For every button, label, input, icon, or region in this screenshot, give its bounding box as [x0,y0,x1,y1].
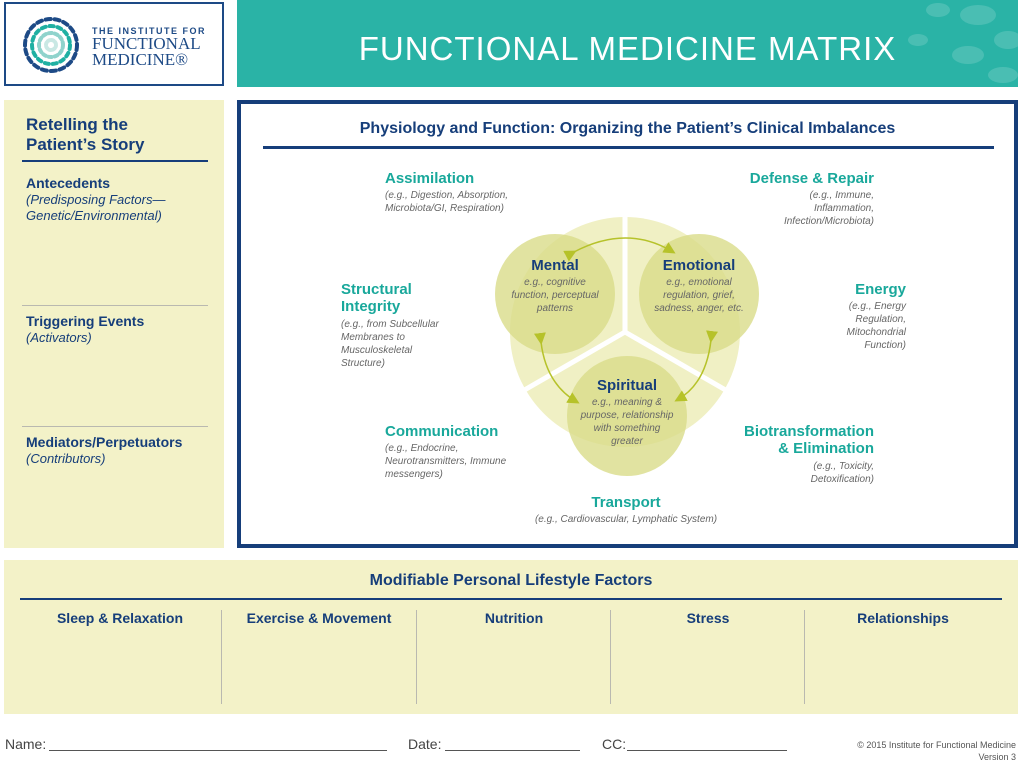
communication-label: Communication [385,423,499,440]
name-label: Name: [5,736,47,752]
mental-desc: e.g., cognitive function, perceptual pat… [511,277,599,314]
spiral-logo-icon [23,17,79,73]
antecedents-label: Antecedents [26,175,111,191]
column-nutrition: Nutrition [484,610,544,626]
cc-label: CC: [602,736,627,752]
emotional-desc: e.g., emotional regulation, grief, sadne… [654,277,744,314]
transport-label: Transport [591,494,661,511]
emotional-circle [639,234,759,354]
logo-line2: FUNCTIONAL [92,34,201,53]
defense-desc: (e.g., Immune, Inflammation, Infection/M… [783,190,874,227]
column-exercise: Exercise & Movement [246,610,392,626]
lifestyle-panel: Modifiable Personal Lifestyle Factors Sl… [4,560,1018,714]
logo-line1: THE INSTITUTE FOR [92,26,206,36]
spiritual-desc: e.g., meaning & purpose, relationship wi… [580,397,674,447]
column-sleep: Sleep & Relaxation [56,610,184,626]
mediators-label: Mediators/Perpetuators [26,434,183,450]
structural-label: Structural Integrity [341,281,412,315]
page-title: FUNCTIONAL MEDICINE MATRIX [358,30,897,67]
column-stress: Stress [686,610,730,626]
energy-label: Energy [855,281,906,298]
spiritual-circle [567,356,687,476]
mediators-sub: (Contributors) [26,451,106,466]
date-label: Date: [408,736,442,752]
story-title: Retelling the Patient’s Story [26,115,145,154]
assimilation-desc: (e.g., Digestion, Absorption, Microbiota… [385,190,509,214]
patient-story-panel: Retelling the Patient’s Story Antecedent… [4,100,224,548]
emotional-label: Emotional [662,257,736,274]
structural-desc: (e.g., from Subcellular Membranes to Mus… [341,319,439,369]
spiritual-label: Spiritual [596,377,657,394]
physiology-panel: Physiology and Function: Organizing the … [237,100,1018,548]
decorative-pattern-icon [908,3,1018,83]
energy-desc: (e.g., Energy Regulation, Mitochondrial … [846,301,906,351]
version: Version 3 [978,752,1016,762]
lifestyle-title: Modifiable Personal Lifestyle Factors [369,572,653,589]
header-banner: FUNCTIONAL MEDICINE MATRIX [237,0,1018,87]
cc-field[interactable] [627,750,787,751]
name-field[interactable] [49,750,387,751]
column-relationships: Relationships [857,610,949,626]
antecedents-sub: (Predisposing Factors—Genetic/Environmen… [26,192,166,223]
copyright: © 2015 Institute for Functional Medicine [857,740,1016,750]
mental-circle [495,234,615,354]
date-field[interactable] [445,750,580,751]
transport-desc: (e.g., Cardiovascular, Lymphatic System) [534,514,718,525]
physiology-title: Physiology and Function: Organizing the … [359,120,896,137]
triggering-label: Triggering Events [26,313,145,329]
biotransformation-label: Biotransformation & Elimination [743,423,874,457]
defense-label: Defense & Repair [749,170,874,187]
triggering-sub: (Activators) [26,330,92,345]
core-diagram [495,214,759,476]
assimilation-label: Assimilation [385,170,475,187]
logo-line3: MEDICINE® [92,50,189,69]
biotransformation-desc: (e.g., Toxicity, Detoxification) [810,461,874,485]
communication-desc: (e.g., Endocrine, Neurotransmitters, Imm… [385,443,507,480]
mental-label: Mental [531,257,579,274]
ifm-logo: THE INSTITUTE FOR FUNCTIONAL MEDICINE® [4,2,224,86]
